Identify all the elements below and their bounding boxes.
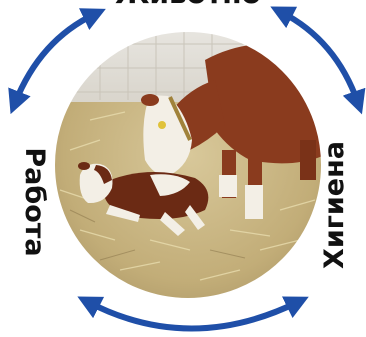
label-left: Работа [19, 147, 50, 256]
arrow-bottom [88, 302, 298, 329]
label-top: Животно [115, 0, 261, 10]
cow-and-calf-photo [40, 20, 340, 320]
label-right: Хигиена [319, 141, 350, 269]
